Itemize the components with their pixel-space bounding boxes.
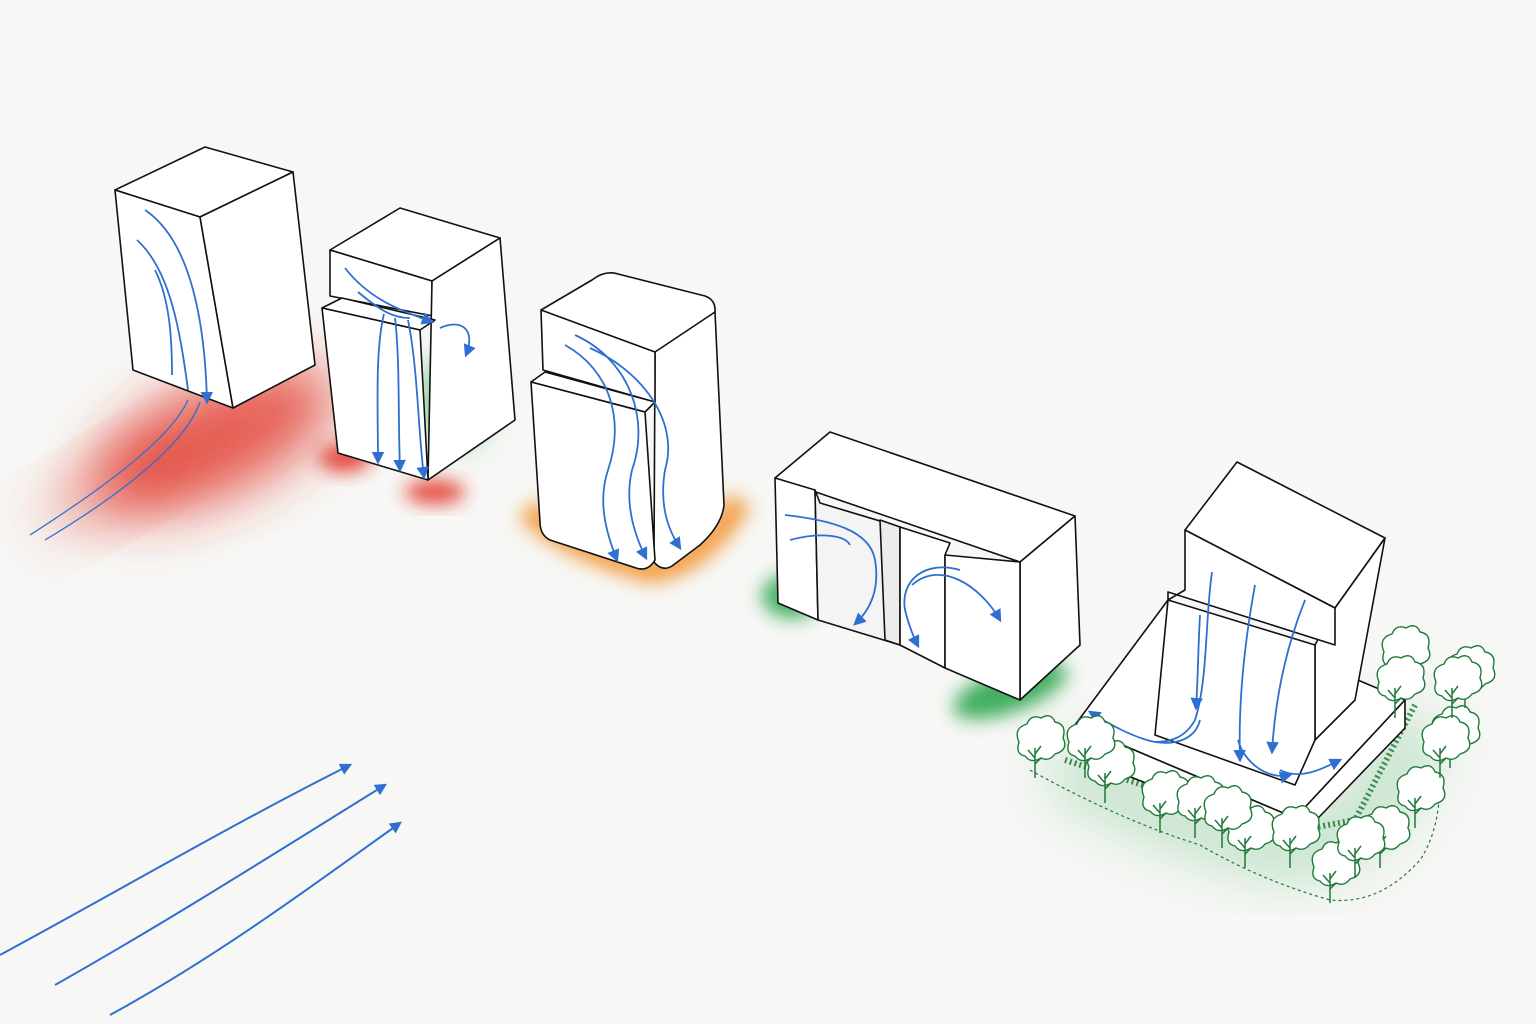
wind-flow-line xyxy=(784,514,878,626)
wind-flow-line xyxy=(29,399,189,536)
wind-flow-line xyxy=(371,313,385,465)
tower-lower-face xyxy=(1154,599,1316,786)
right-block-face xyxy=(944,554,1021,701)
wind-flow-line xyxy=(903,566,961,649)
tree-icon xyxy=(1433,655,1483,718)
tree-icon xyxy=(1271,805,1321,868)
wind-flow-line xyxy=(344,267,435,325)
wind-flow-lines xyxy=(1087,571,1343,784)
wind-flow-line xyxy=(136,239,189,391)
wind-flow-lines xyxy=(29,209,214,541)
prevailing-wind-arrow xyxy=(0,763,353,956)
wind-flow-line xyxy=(357,291,411,319)
wind-flow-lines xyxy=(564,334,682,563)
wind-flow-line xyxy=(1190,614,1204,711)
wind-flow-line xyxy=(1233,584,1256,763)
wind-flow-line xyxy=(1237,739,1293,784)
wind-flow-lines xyxy=(784,514,1002,649)
tree-icon xyxy=(1396,765,1446,828)
side-face xyxy=(427,237,516,481)
tree-icon xyxy=(1203,785,1253,848)
tree-icon xyxy=(1336,815,1386,878)
prevailing-wind-arrow xyxy=(109,821,402,1016)
prevailing-wind-arrows xyxy=(0,763,402,1016)
trees xyxy=(1016,625,1496,903)
wind-flow-line xyxy=(439,323,476,358)
wind-flow-line xyxy=(154,269,173,376)
side-face xyxy=(199,171,316,409)
lower-front-face xyxy=(321,307,429,481)
wind-flow-line xyxy=(564,344,620,563)
high-wind-zone xyxy=(405,480,465,504)
right-wing-face xyxy=(899,526,951,669)
building-stepped-podium xyxy=(321,207,516,481)
lower-front-face xyxy=(530,381,656,570)
wind-flow-line xyxy=(1154,719,1201,744)
wind-flow-line xyxy=(144,209,214,405)
wind-flow-line xyxy=(1279,758,1343,775)
tree-icon xyxy=(1016,715,1066,778)
wind-flow-line xyxy=(407,319,429,480)
left-wing-face xyxy=(774,477,819,621)
wind-flow-line xyxy=(589,347,682,551)
building-split-courtyard xyxy=(774,431,1081,701)
tree-icon xyxy=(1376,655,1426,718)
tree-icon xyxy=(1066,715,1116,778)
prevailing-wind-arrow xyxy=(54,783,388,986)
tower-upper-face xyxy=(1167,529,1336,646)
tree-icon xyxy=(1421,715,1471,778)
side-face xyxy=(653,311,725,570)
wind-flow-line xyxy=(789,534,851,546)
wind-flow-line xyxy=(574,334,648,561)
wind-flow-line xyxy=(911,574,1002,623)
high-wind-zone xyxy=(40,428,200,532)
wind-flow-line xyxy=(1266,599,1306,755)
building-rounded-tower xyxy=(530,272,725,570)
wind-flow-line xyxy=(393,317,406,473)
wind-flow-lines xyxy=(344,267,476,480)
building-tall-slab xyxy=(114,146,316,409)
wind-flow-line xyxy=(44,401,201,541)
